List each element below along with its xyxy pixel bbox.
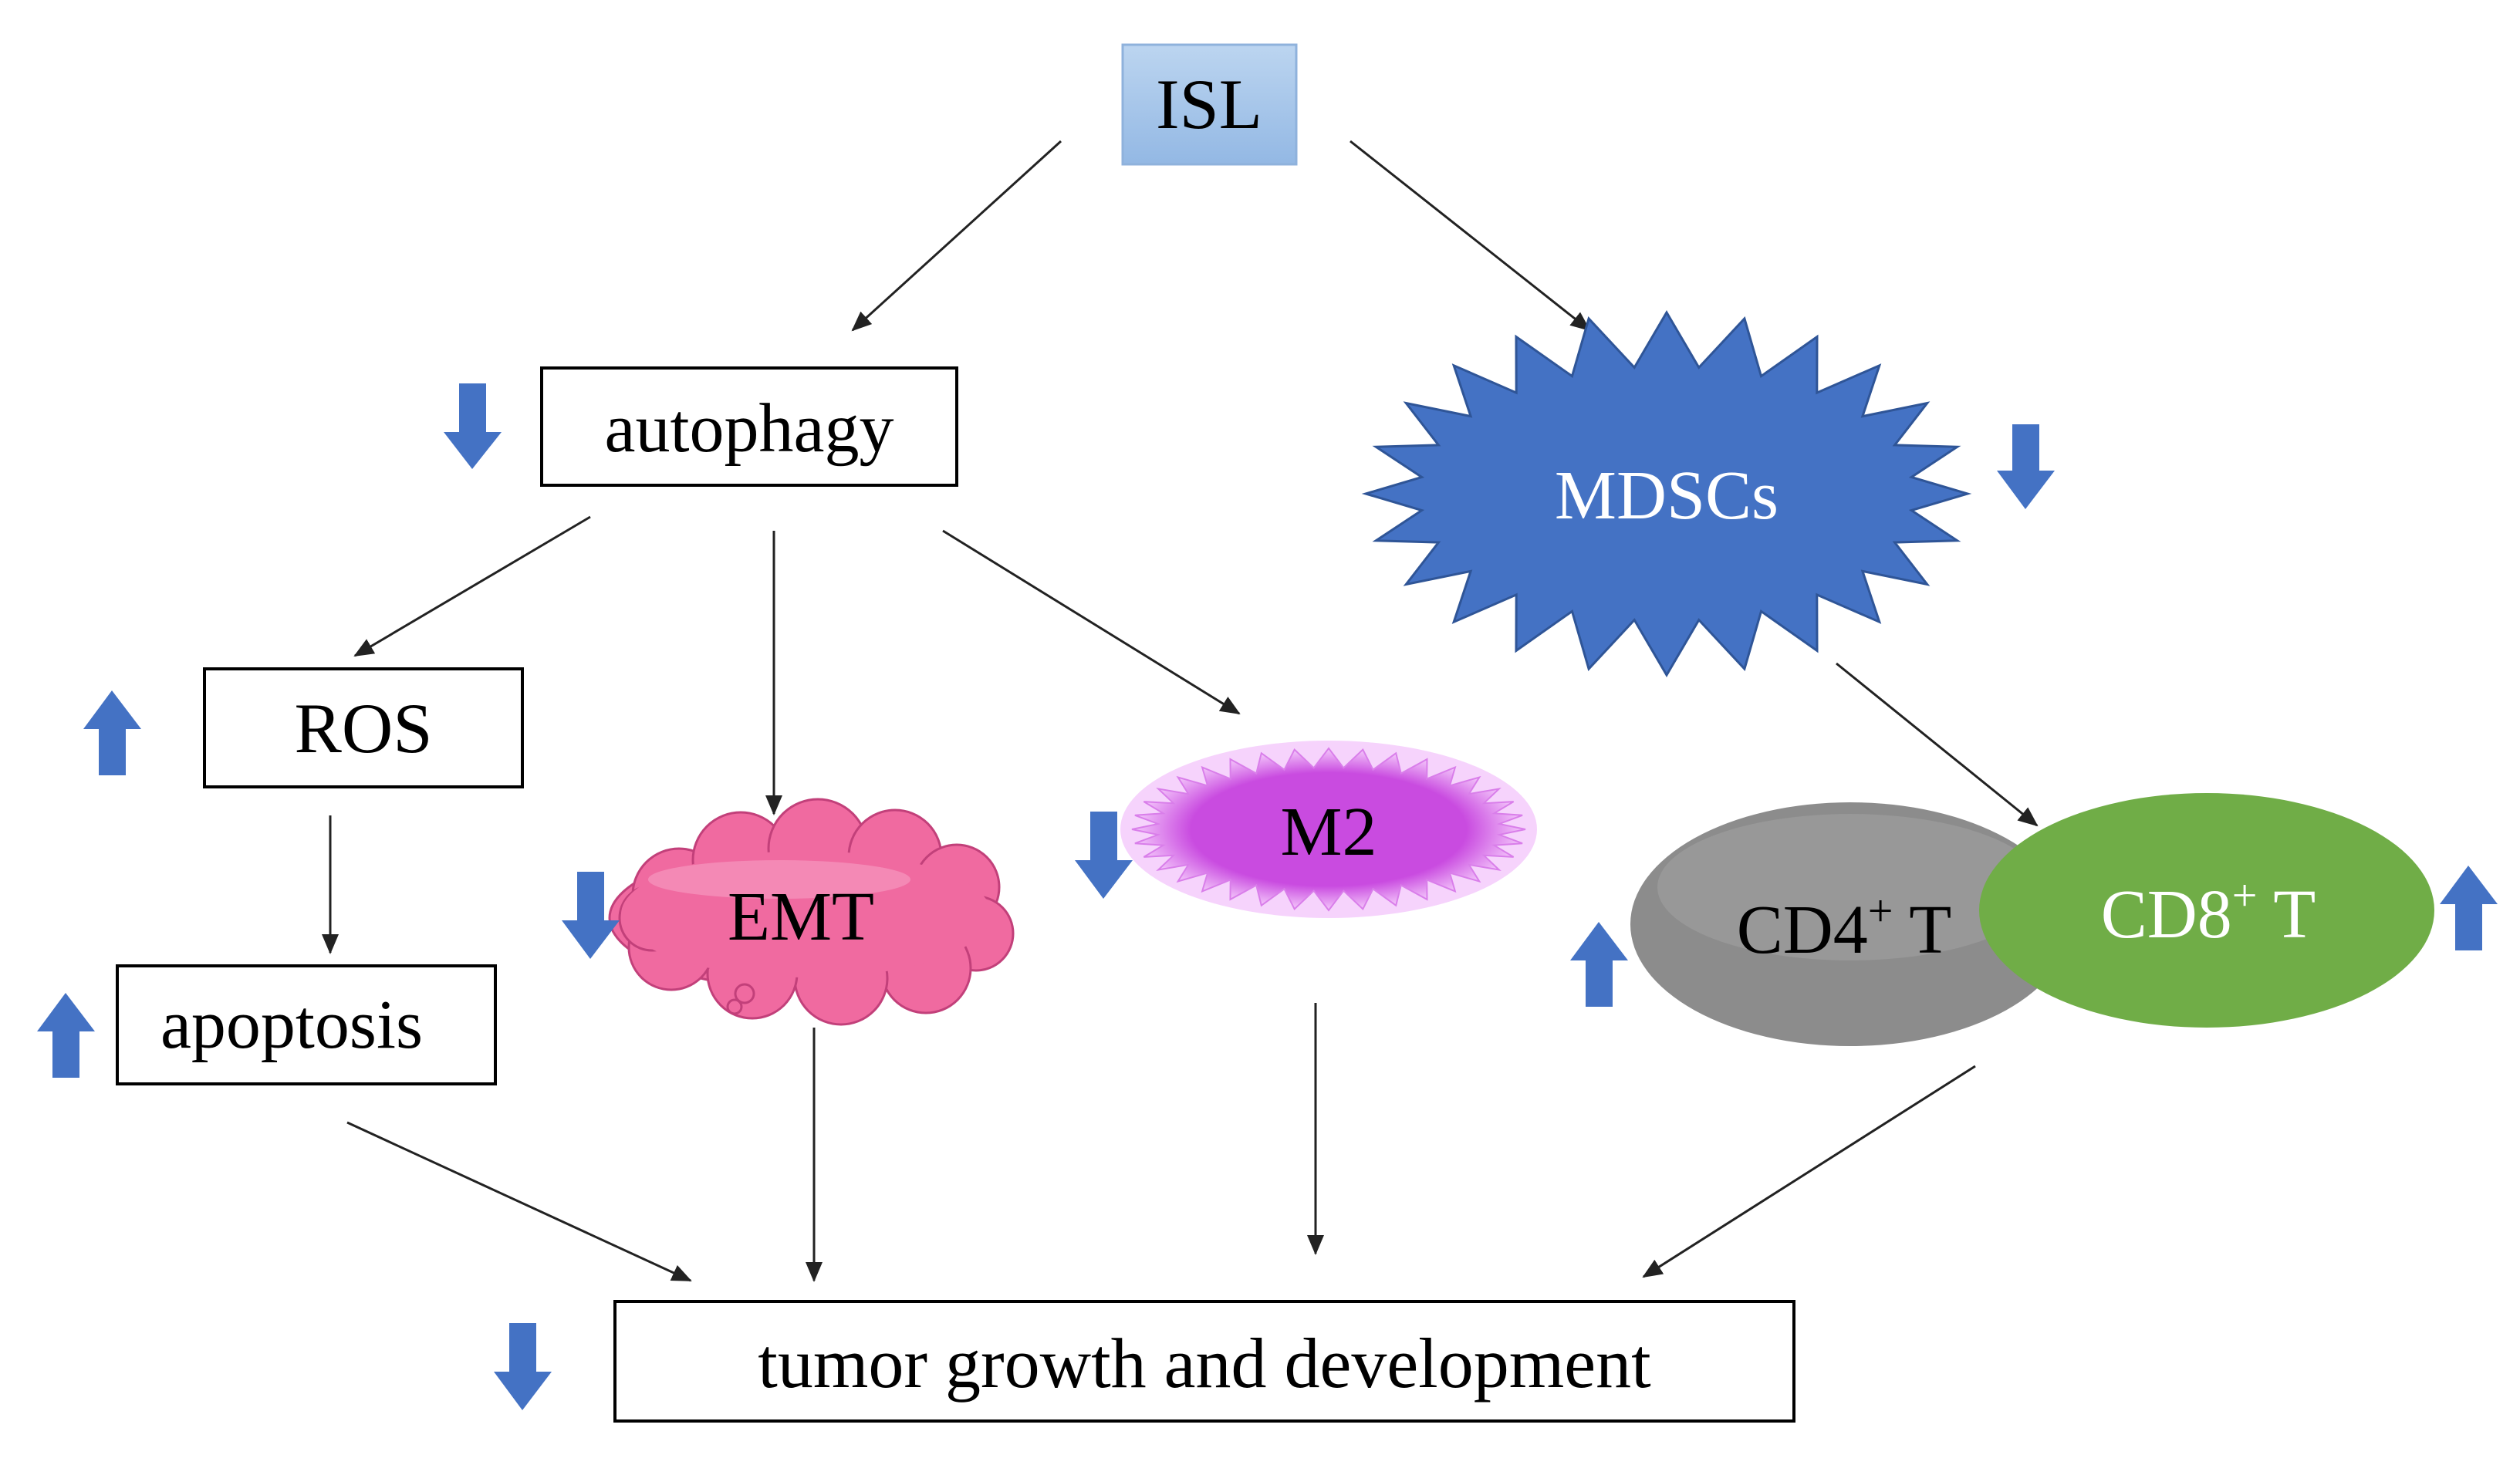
apoptosis-up-arrow-icon: [37, 993, 95, 1078]
m2-label: M2: [1280, 794, 1377, 870]
isl-box: [1121, 43, 1298, 166]
autophagy-label: autophagy: [605, 390, 894, 467]
cd4-ellipse: [1630, 802, 2070, 1046]
apoptosis-label: apoptosis: [160, 987, 423, 1063]
mdscs-node: MDSCs: [1361, 310, 1972, 677]
isl-node: ISL: [1121, 43, 1298, 166]
mdscs-down-arrow-icon: [1997, 424, 2055, 509]
cd4-up-arrow-icon: [1570, 922, 1628, 1007]
mdscs-starburst-shape: [1361, 310, 1972, 677]
autophagy-node: autophagy: [540, 366, 958, 487]
cd4-ellipse-highlight: [1657, 814, 2043, 960]
tcells-node: CD4+ T CD8+ T: [1630, 793, 2434, 1046]
m2-node: M2: [1120, 741, 1537, 918]
edge-autophagy-m2: [942, 529, 1241, 715]
tumor-box: [613, 1300, 1795, 1423]
emt-cloud-bubble: [726, 998, 743, 1015]
tumor-down-arrow-icon: [494, 1323, 552, 1410]
ros-label: ROS: [295, 689, 433, 768]
edge-mdscs-tcells: [1836, 662, 2039, 827]
cd8-ellipse: [1979, 793, 2434, 1028]
m2-starburst-shape: [1131, 747, 1526, 912]
autophagy-box: [540, 366, 958, 487]
ros-node: ROS: [203, 667, 524, 788]
edge-isl-mdscs: [1350, 140, 1591, 332]
edge-isl-autophagy: [851, 140, 1062, 332]
mdscs-label: MDSCs: [1555, 457, 1779, 534]
isl-label: ISL: [1156, 65, 1262, 143]
m2-down-arrow-icon: [1075, 812, 1133, 899]
cd8-label: CD8+ T: [2101, 870, 2316, 953]
ros-up-arrow-icon: [83, 690, 141, 775]
apoptosis-box: [116, 964, 497, 1085]
autophagy-down-arrow-icon: [444, 383, 502, 469]
emt-down-arrow-icon: [562, 872, 620, 959]
apoptosis-node: apoptosis: [116, 964, 497, 1085]
ros-box: [203, 667, 524, 788]
emt-label: EMT: [728, 879, 874, 955]
edge-tcells-tumor: [1642, 1065, 1976, 1278]
tumor-node: tumor growth and development: [613, 1300, 1795, 1423]
edge-autophagy-ros: [353, 515, 591, 657]
cd4-label: CD4+ T: [1737, 886, 1952, 968]
cd8-up-arrow-icon: [2440, 866, 2498, 950]
edge-apoptosis-tumor: [346, 1121, 692, 1282]
connectors: [322, 140, 2039, 1282]
emt-node: EMT: [608, 798, 1015, 1026]
emt-cloud-bubble: [734, 983, 755, 1004]
tumor-label: tumor growth and development: [758, 1324, 1651, 1403]
emt-cloud-highlight: [648, 860, 910, 899]
